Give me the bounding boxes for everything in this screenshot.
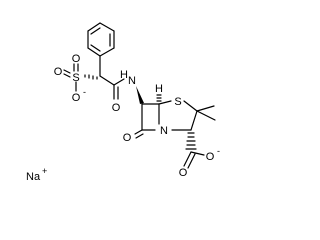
atom-o-sulfonyl-top: O xyxy=(72,53,81,65)
atom-h-amide: H xyxy=(120,69,128,81)
bond-methyl-2 xyxy=(196,110,216,121)
atom-o-carboxylate: O xyxy=(206,151,215,163)
bond-phenyl-inner-1 xyxy=(90,27,101,35)
atom-o-sulfonate-charge: - xyxy=(83,87,86,97)
atom-o-lactam: O xyxy=(123,132,132,144)
bond-phenyl-5 xyxy=(87,47,101,57)
atom-h-bridgehead: H xyxy=(155,83,163,95)
atom-s-thiazolidine: S xyxy=(174,96,181,108)
atom-o-sulfonate: O xyxy=(72,92,81,104)
bond-phenyl-2 xyxy=(99,22,115,32)
bond-carboxyl-co-b xyxy=(187,153,196,169)
bond-phenyl-inner-3 xyxy=(90,44,101,52)
bond-methyl-1 xyxy=(196,105,215,112)
bond-alpha-sulfur-hashed xyxy=(84,74,98,80)
counterion: Na + xyxy=(26,166,47,183)
bond-carboxyl-co-a xyxy=(183,151,192,167)
bond-s-o-left-a xyxy=(63,69,71,74)
atom-o-sulfonyl-left: O xyxy=(54,66,63,78)
atom-o-carboxylate-top: O xyxy=(179,167,188,179)
bond-c5-s1 xyxy=(158,100,172,105)
bond-phenyl-1 xyxy=(87,22,101,32)
counterion-sodium-charge: + xyxy=(42,166,47,176)
bond-phenyl-4 xyxy=(99,47,115,57)
atom-labels: O S O O - O H N H S N O O O - xyxy=(54,53,220,179)
bond-carbonyl-nh xyxy=(113,78,125,86)
bond-lactam-co-a xyxy=(134,129,143,135)
bond-nh-c6-wedge xyxy=(136,86,144,104)
atom-s-sulfonyl: S xyxy=(72,72,79,84)
counterion-sodium: Na xyxy=(26,171,41,183)
bond-lactam-co-b xyxy=(135,133,144,139)
bond-c2-c3 xyxy=(190,110,198,131)
atom-n-lactam: N xyxy=(160,125,168,137)
bond-c5-h-hashed xyxy=(156,94,162,102)
molecule-structure-diagram: O S O O - O H N H S N O O O - Na + xyxy=(26,22,220,183)
bond-c3-carboxyl-hashed xyxy=(185,132,197,150)
bond-s-o-left-b xyxy=(63,73,71,78)
atom-o-amide: O xyxy=(112,102,121,114)
bond-s1-c2 xyxy=(183,100,198,112)
bond-carboxyl-o-minus xyxy=(190,151,205,156)
bond-alpha-carbonyl xyxy=(99,75,115,86)
atom-n-amide: N xyxy=(128,75,136,87)
atom-o-carboxylate-charge: - xyxy=(217,146,220,156)
bonds xyxy=(63,22,216,169)
